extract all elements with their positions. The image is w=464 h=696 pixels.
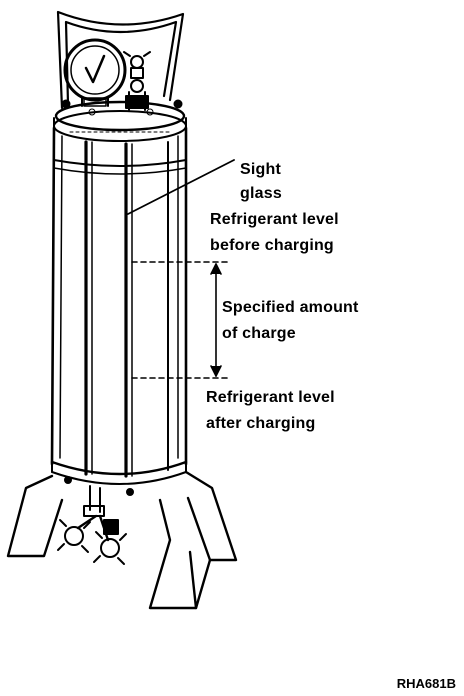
specified-amount-label-line2: of charge: [222, 325, 296, 342]
sight-glass-label-line2: glass: [240, 185, 282, 202]
sight-glass-leader: [127, 159, 235, 215]
level-before-label-line2: before charging: [210, 237, 334, 254]
cylinder-top-cap: [53, 99, 187, 142]
sight-glass-label-line1: Sight: [240, 161, 281, 178]
charge-amount-arrow: [210, 263, 222, 377]
sight-glass-tubes: [84, 140, 169, 478]
figure-code: RHA681B: [396, 676, 456, 691]
level-before-label-line1: Refrigerant level: [210, 211, 339, 228]
top-handle: [56, 10, 185, 110]
pressure-gauge: [63, 38, 127, 107]
cylinder-bottom: [50, 460, 188, 496]
specified-amount-label-line1: Specified amount: [222, 299, 359, 316]
level-after-label-line1: Refrigerant level: [206, 389, 335, 406]
level-after-label-line2: after charging: [206, 415, 316, 432]
stand-legs: [6, 470, 238, 610]
bottom-valves: [57, 485, 127, 565]
top-valve: [123, 51, 151, 111]
cylinder-body: [50, 126, 188, 466]
